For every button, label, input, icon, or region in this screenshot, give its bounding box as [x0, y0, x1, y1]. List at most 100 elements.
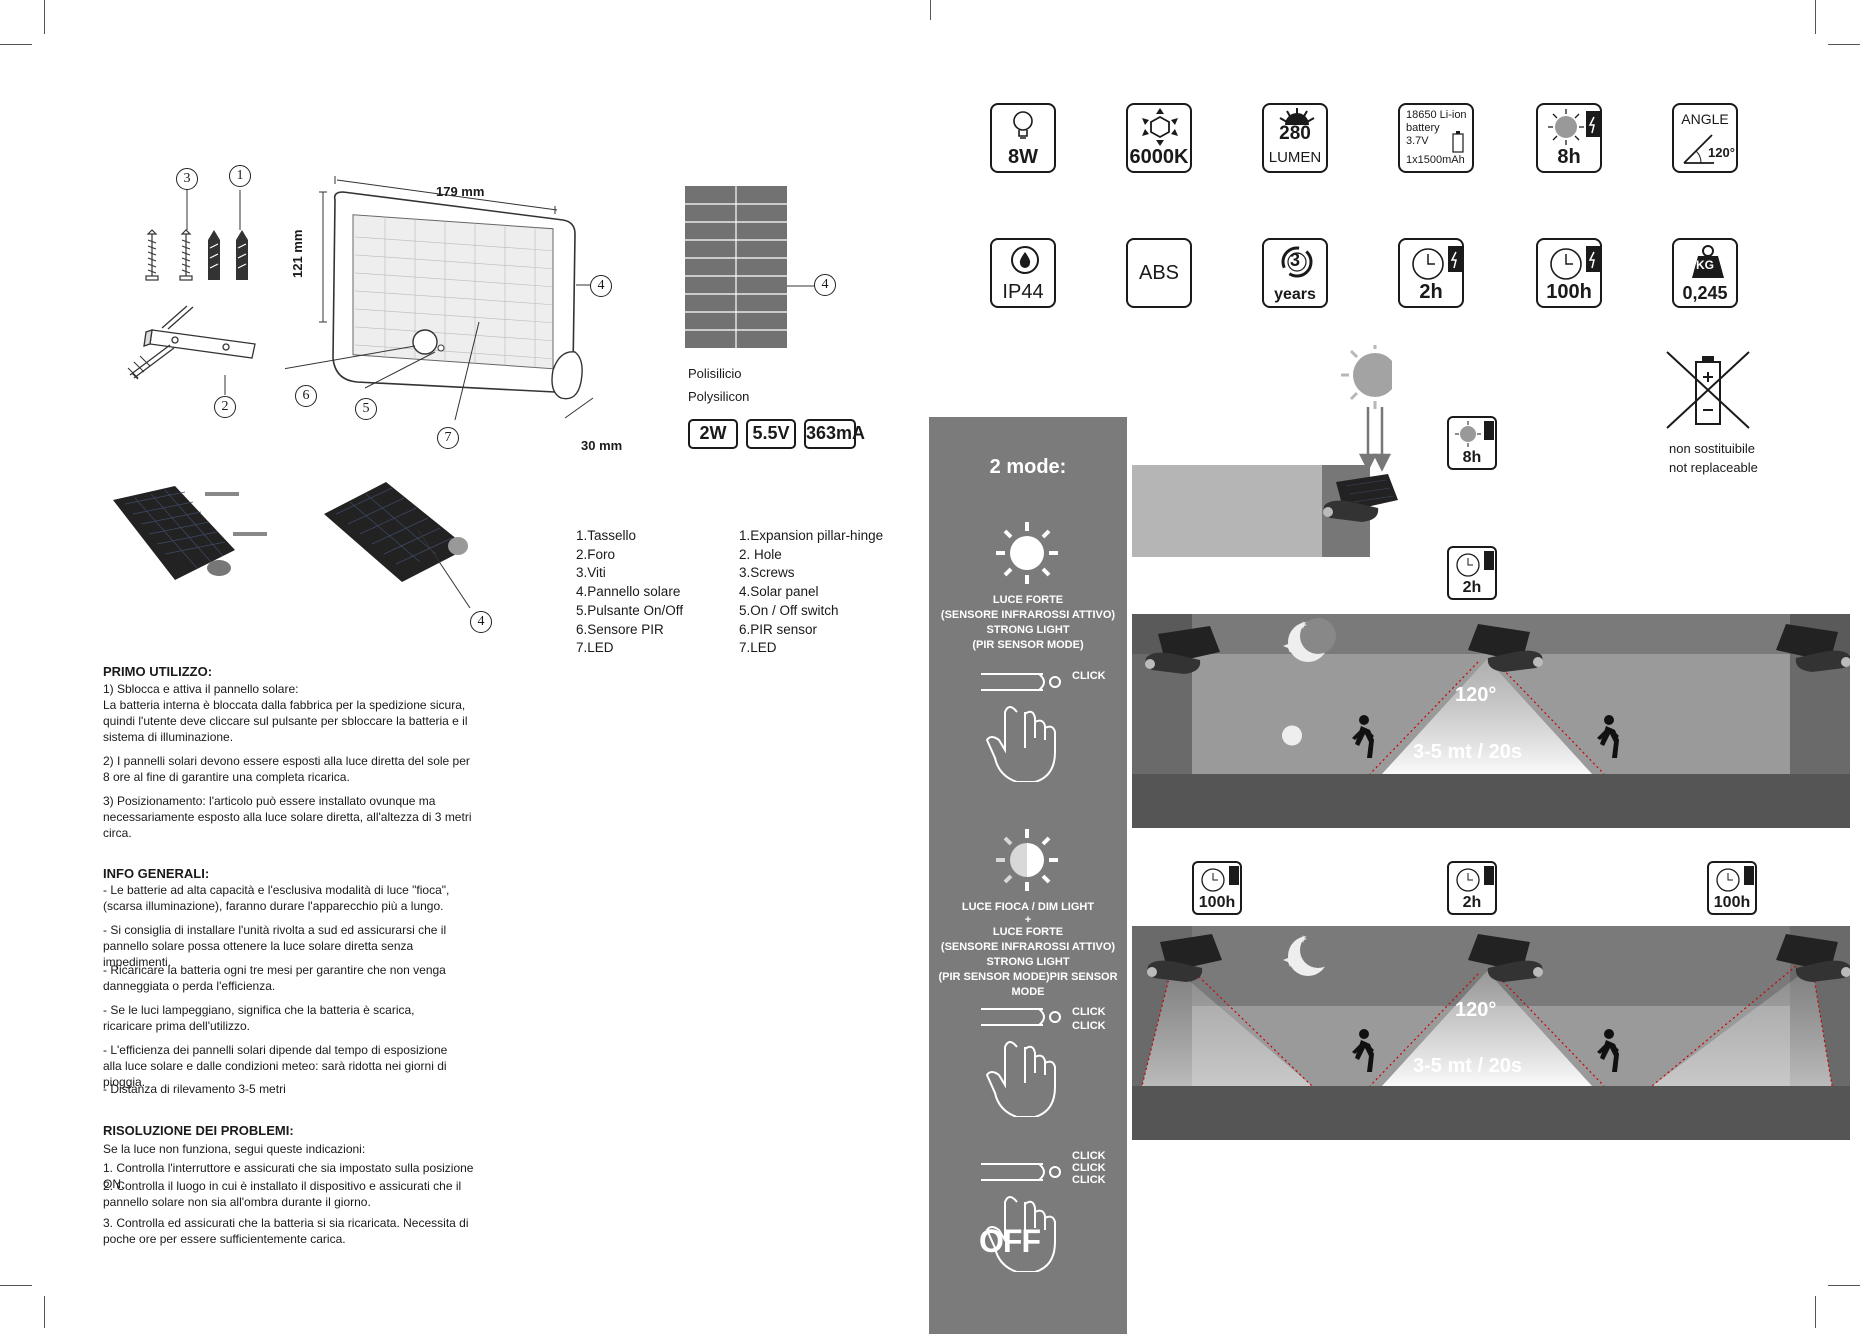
scene1-range: 3-5 mt / 20s: [1413, 741, 1522, 763]
part-item: 6.Sensore PIR: [576, 621, 664, 637]
dim-light-label: LUCE FIOCA / DIM LIGHT + LUCE FORTE (SEN…: [929, 900, 1127, 1000]
first-use-step3: 3) Posizionamento: l'articolo può essere…: [103, 794, 472, 840]
spec-material-value: ABS: [1138, 262, 1180, 284]
spec-power-value: 8W: [1008, 146, 1038, 168]
clock-charging-icon: [1716, 866, 1754, 892]
spec-runtime-strong-value: 2h: [1419, 281, 1443, 303]
troubleshooting-item: 1. Controlla l'interruttore e assicurati…: [103, 1161, 474, 1191]
part-item: 3.Screws: [739, 565, 795, 581]
part-item: 7.LED: [739, 640, 777, 656]
part-item: 2. Hole: [739, 546, 782, 562]
crop-mark: [1828, 1285, 1860, 1286]
general-info-item: - L'efficienza dei pannelli solari dipen…: [103, 1043, 448, 1089]
crop-mark: [1815, 0, 1816, 34]
general-info-item: - Distanza di rilevamento 3-5 metri: [103, 1082, 286, 1096]
troubleshooting-item: 3. Controlla ed assicurati che la batter…: [103, 1216, 469, 1246]
spec-angle-label: ANGLE: [1681, 111, 1729, 127]
mode-title: 2 mode:: [989, 456, 1067, 478]
part-item: 5.Pulsante On/Off: [576, 602, 684, 618]
light-rays-icon: [1142, 108, 1178, 146]
click-label: CLICK: [1072, 670, 1106, 682]
product-photo-with-screws: [113, 486, 267, 580]
mode-line: +: [1024, 914, 1032, 926]
clock-charging-icon: [1456, 866, 1494, 892]
spec-power: 8W: [990, 103, 1056, 173]
callout-1: 1: [229, 165, 251, 187]
mode-line: STRONG LIGHT: [986, 956, 1070, 968]
solar-light-front-drawing: [285, 176, 595, 421]
crop-mark: [44, 1296, 45, 1328]
scene1-angle: 120°: [1455, 684, 1497, 706]
sun-charge-time: 8h: [1462, 449, 1482, 466]
strong-light-label: LUCE FORTE (SENSORE INFRAROSSI ATTIVO) S…: [929, 593, 1127, 653]
click-label: CLICK: [1072, 1020, 1106, 1032]
spec-battery-capacity: 1x1500mAh: [1406, 154, 1465, 166]
switch-press-icon: [981, 1008, 1061, 1117]
general-info-item: - Se le luci lampeggiano, significa che …: [103, 1003, 415, 1033]
spec-lumen: 280 LUMEN: [1262, 103, 1328, 173]
spec-material: ABS: [1126, 238, 1192, 308]
spec-ip: IP44: [990, 238, 1056, 308]
spec-warranty-unit: years: [1274, 286, 1316, 303]
scene2-runtime-badge: 100h: [1707, 861, 1757, 915]
panel-callout-line: [787, 285, 817, 287]
troubleshooting-intro: Se la luce non funziona, segui queste in…: [103, 1142, 366, 1156]
general-info-item: - Si consiglia di installare l'unità riv…: [103, 923, 447, 969]
sun-charging-icon: [1548, 109, 1600, 145]
off-label: OFF: [979, 1223, 1041, 1259]
mode-line: (PIR SENSOR MODE)PIR SENSOR MODE: [938, 971, 1118, 998]
mode-line: LUCE FIOCA / DIM LIGHT: [961, 901, 1095, 913]
callout-5: 5: [355, 398, 377, 420]
part-item: 5.On / Off switch: [739, 602, 839, 618]
spec-charge-time-value: 8h: [1557, 146, 1581, 168]
spec-warranty-number: 3: [1289, 250, 1300, 270]
angle-icon: [1683, 134, 1714, 164]
part-item: 7.LED: [576, 640, 614, 656]
spec-battery-voltage: 3.7V: [1406, 135, 1429, 147]
troubleshooting-title: RISOLUZIONE DEI PROBLEMI:: [103, 1123, 294, 1138]
mode-line: LUCE FORTE: [992, 926, 1064, 938]
dimension-height: 121 mm: [290, 229, 305, 278]
spec-ip-value: IP44: [1002, 281, 1044, 303]
part-item: 6.PIR sensor: [739, 621, 818, 637]
strong-light-sun-icon: [996, 522, 1058, 584]
part-item: 1.Tassello: [576, 528, 637, 543]
spec-angle-value: 120°: [1708, 145, 1735, 160]
scene1-runtime: 2h: [1462, 579, 1482, 596]
spec-runtime-strong: 2h: [1398, 238, 1464, 308]
callout-2: 2: [214, 396, 236, 418]
callout-4-photo: 4: [470, 611, 492, 633]
lightbulb-icon: [1013, 111, 1033, 139]
panel-voltage-badge: 5.5V: [746, 419, 796, 449]
click-label: CLICK: [1072, 1174, 1106, 1186]
click-label: CLICK: [1072, 1006, 1106, 1018]
callout-7: 7: [437, 427, 459, 449]
first-use-step2: 2) I pannelli solari devono essere espos…: [103, 754, 470, 784]
click-label: CLICK: [1072, 1162, 1106, 1174]
scene1-runtime-badge: 2h: [1447, 546, 1497, 600]
switch-press-icon: [981, 1163, 1061, 1272]
spec-battery-line2: battery: [1406, 122, 1440, 134]
callout-leaders: [186, 190, 241, 395]
warranty-cycle-icon: [1281, 246, 1313, 278]
crop-mark: [1815, 1296, 1816, 1328]
mounting-hardware-illustration: [127, 229, 256, 380]
crop-mark: [0, 1285, 32, 1286]
scene2-runtime-badge: 100h: [1192, 861, 1242, 915]
mode-line: (PIR SENSOR MODE): [972, 639, 1084, 651]
mode-line: LUCE FORTE: [992, 594, 1064, 606]
first-use-step1: La batteria interna è bloccata dalla fab…: [103, 698, 468, 744]
spec-color-temp: 6000K: [1126, 103, 1192, 173]
battery-note-it: non sostituibile: [1669, 441, 1755, 456]
troubleshooting-item: 2. Controlla il luogo in cui è installat…: [103, 1179, 462, 1209]
clock-charging-icon: [1412, 246, 1462, 280]
crop-mark: [0, 44, 32, 45]
weight-icon: [1692, 245, 1724, 278]
scene2-runtime-badge: 2h: [1447, 861, 1497, 915]
panel-material-en: Polysilicon: [688, 389, 750, 404]
scene2-angle: 120°: [1455, 999, 1497, 1021]
panel-current-badge: 363mA: [804, 419, 865, 449]
spec-runtime-dim-value: 100h: [1546, 281, 1592, 303]
battery-icon: [1452, 131, 1464, 153]
scene2-range: 3-5 mt / 20s: [1413, 1055, 1522, 1077]
